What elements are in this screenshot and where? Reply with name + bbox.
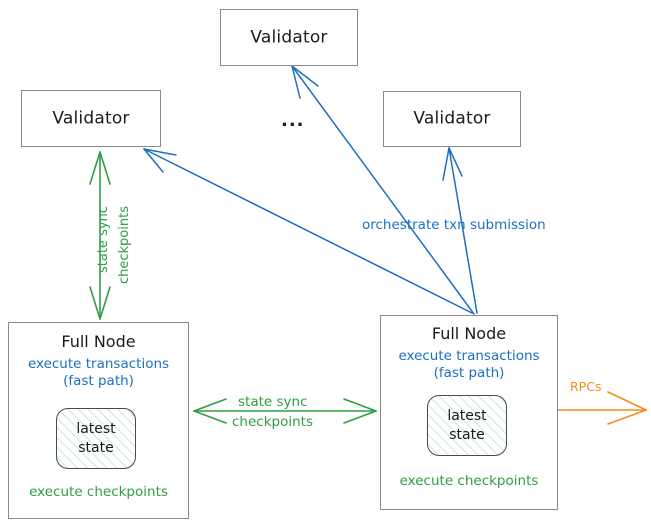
edge-label-state-sync-vertical: state sync <box>96 206 111 273</box>
full-node-right-blue-line2: (fast path) <box>433 365 505 381</box>
validator-left-box[interactable]: Validator <box>21 90 161 147</box>
full-node-right-box[interactable]: Full Node execute transactions (fast pat… <box>380 315 558 510</box>
edge-fullnode-to-validator-right <box>442 147 478 314</box>
edge-label-rpcs: RPCs <box>570 379 602 394</box>
full-node-left-blue-line1: execute transactions <box>27 356 170 372</box>
edge-label-checkpoints-vertical: checkpoints <box>117 206 132 284</box>
full-node-left-latest-state[interactable]: latest state <box>56 408 136 469</box>
full-node-right-latest-state[interactable]: latest state <box>427 395 507 456</box>
latest-state-line1: latest <box>447 407 487 424</box>
validator-right-box[interactable]: Validator <box>383 91 521 147</box>
validator-left-label: Validator <box>52 108 130 129</box>
edge-label-state-sync-mid: state sync <box>238 394 308 410</box>
edge-fullnode-to-validator-left <box>143 148 473 314</box>
edge-label-orchestrate: orchestrate txn submission <box>362 217 546 233</box>
full-node-right-title: Full Node <box>431 324 507 343</box>
latest-state-line1: latest <box>76 420 116 437</box>
full-node-right-blue-line1: execute transactions <box>398 348 540 364</box>
edge-fullnode-to-validator-top <box>291 65 475 315</box>
edge-rpcs <box>557 391 647 425</box>
full-node-left-box[interactable]: Full Node execute transactions (fast pat… <box>8 322 189 519</box>
full-node-left-title: Full Node <box>61 332 136 351</box>
full-node-left-green-footer: execute checkpoints <box>29 484 168 500</box>
validator-top-box[interactable]: Validator <box>220 9 358 66</box>
validator-top-label: Validator <box>250 27 328 48</box>
validators-ellipsis: ... <box>281 110 305 131</box>
edge-state-sync-horizontal <box>193 398 377 424</box>
latest-state-line2: state <box>449 426 485 443</box>
edge-label-checkpoints-mid: checkpoints <box>232 414 313 430</box>
validator-right-label: Validator <box>413 108 491 129</box>
full-node-left-blue-line2: (fast path) <box>63 373 134 389</box>
edge-state-sync-vertical <box>89 151 111 320</box>
full-node-right-green-footer: execute checkpoints <box>399 473 539 489</box>
latest-state-line2: state <box>78 439 114 456</box>
